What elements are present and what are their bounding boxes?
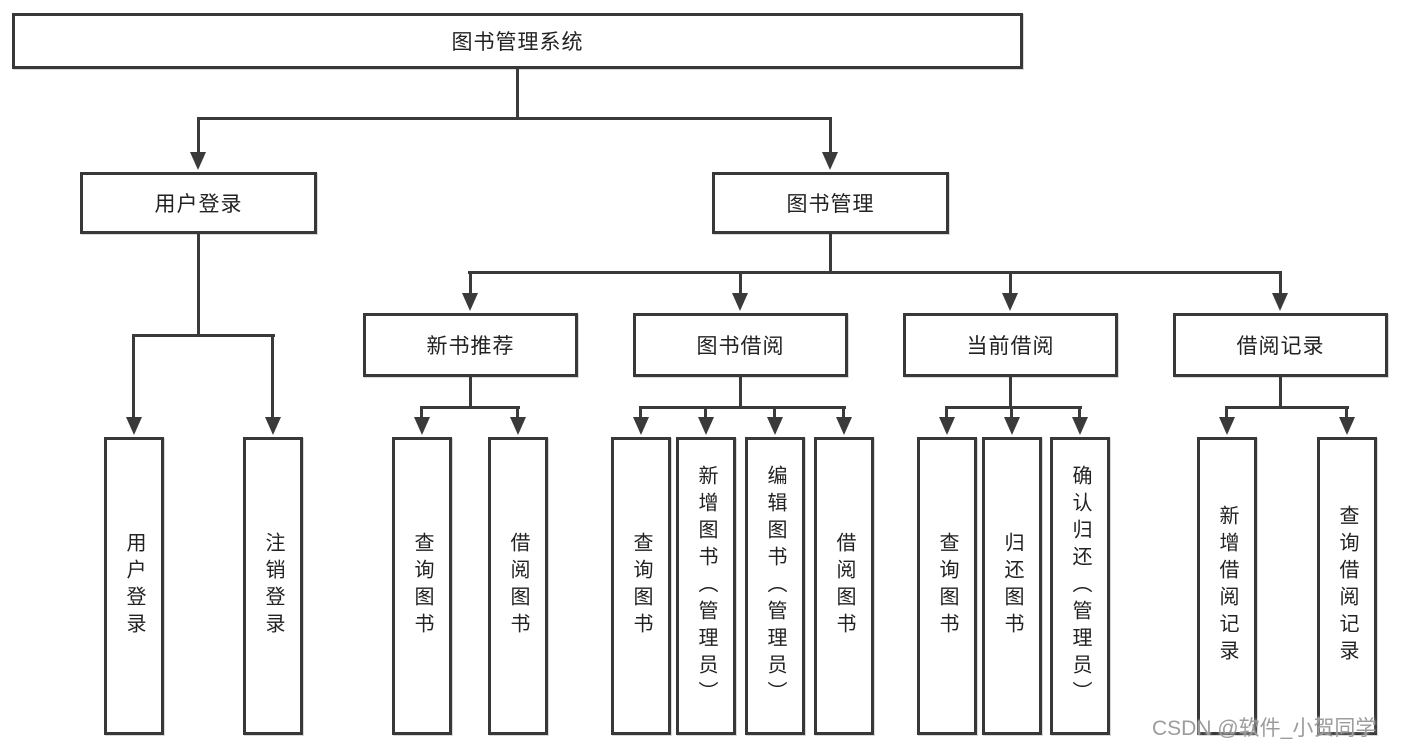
leaf-user-login: 用户登录 xyxy=(104,437,164,735)
connector-book-borrow-hbar xyxy=(639,406,846,409)
leaf-query-borrow-record-label: 查询借阅记录 xyxy=(1336,505,1358,667)
connector-stub xyxy=(420,406,423,419)
arrowhead-borrow-records xyxy=(1272,293,1288,311)
arrowhead-leaf xyxy=(698,417,714,435)
connector-to-user-login xyxy=(197,117,200,155)
leaf-add-books-admin-label: 新增图书（管理员） xyxy=(695,464,717,708)
arrowhead-leaf xyxy=(414,417,430,435)
connector-to-book-borrow xyxy=(739,271,742,295)
node-book-borrow: 图书借阅 xyxy=(633,313,848,377)
leaf-return-books: 归还图书 xyxy=(982,437,1042,735)
connector-borrow-records-stem xyxy=(1279,377,1282,408)
leaf-edit-books-admin-label: 编辑图书（管理员） xyxy=(764,464,786,708)
node-book-management: 图书管理 xyxy=(712,172,949,234)
leaf-logout: 注销登录 xyxy=(243,437,303,735)
node-root-library-system: 图书管理系统 xyxy=(12,13,1023,69)
connector-stub xyxy=(945,406,948,419)
connector-new-book-stem xyxy=(469,377,472,408)
node-current-borrow: 当前借阅 xyxy=(903,313,1118,377)
arrowhead-leaf xyxy=(939,417,955,435)
arrowhead-leaf xyxy=(1072,417,1088,435)
leaf-return-books-label: 归还图书 xyxy=(1001,532,1023,640)
arrowhead-leaf xyxy=(1004,417,1020,435)
node-borrow-records-label: 借阅记录 xyxy=(1236,335,1325,358)
connector-borrow-records-hbar xyxy=(1225,406,1349,409)
leaf-borrow-books: 借阅图书 xyxy=(814,437,874,735)
connector-to-leaf-login xyxy=(132,334,135,419)
connector-root-stem xyxy=(516,69,519,118)
arrowhead-current-borrow xyxy=(1002,293,1018,311)
leaf-borrow-books-label: 借阅图书 xyxy=(833,532,855,640)
connector-book-mgmt-stem xyxy=(829,234,832,274)
node-book-management-label: 图书管理 xyxy=(786,193,875,216)
connector-stub xyxy=(516,406,519,419)
arrowhead-user-login xyxy=(190,152,206,170)
node-new-book-recommend-label: 新书推荐 xyxy=(426,335,515,358)
connector-to-new-book xyxy=(469,271,472,295)
connector-stub xyxy=(1010,406,1013,419)
leaf-query-borrow-record: 查询借阅记录 xyxy=(1317,437,1377,735)
connector-book-mgmt-hbar xyxy=(468,271,1282,274)
node-borrow-records: 借阅记录 xyxy=(1173,313,1388,377)
leaf-query-books-current: 查询图书 xyxy=(917,437,977,735)
connector-to-current-borrow xyxy=(1009,271,1012,295)
connector-stub xyxy=(1078,406,1081,419)
connector-new-book-hbar xyxy=(420,406,520,409)
connector-current-borrow-stem xyxy=(1009,377,1012,408)
connector-root-hbar xyxy=(197,117,832,120)
arrowhead-book-borrow xyxy=(732,293,748,311)
arrowhead-leaf xyxy=(510,417,526,435)
connector-user-login-hbar xyxy=(132,334,275,337)
arrowhead-leaf xyxy=(1219,417,1235,435)
connector-book-borrow-stem xyxy=(739,377,742,408)
arrowhead-leaf-login xyxy=(126,417,142,435)
node-user-login-label: 用户登录 xyxy=(154,193,243,216)
connector-to-leaf-logout xyxy=(271,334,274,419)
leaf-query-books-borrow: 查询图书 xyxy=(611,437,671,735)
leaf-add-borrow-record: 新增借阅记录 xyxy=(1197,437,1257,735)
connector-stub xyxy=(842,406,845,419)
connector-stub xyxy=(704,406,707,419)
node-current-borrow-label: 当前借阅 xyxy=(966,335,1055,358)
connector-to-book-management xyxy=(829,117,832,155)
arrowhead-leaf xyxy=(767,417,783,435)
node-book-borrow-label: 图书借阅 xyxy=(696,335,785,358)
csdn-watermark: CSDN @软件_小贺同学 xyxy=(1152,717,1377,740)
node-root-label: 图书管理系统 xyxy=(451,31,584,54)
arrowhead-leaf-logout xyxy=(265,417,281,435)
connector-stub xyxy=(639,406,642,419)
leaf-confirm-return-admin-label: 确认归还（管理员） xyxy=(1069,464,1091,708)
leaf-logout-label: 注销登录 xyxy=(262,532,284,640)
leaf-user-login-label: 用户登录 xyxy=(123,532,145,640)
arrowhead-leaf xyxy=(633,417,649,435)
connector-current-borrow-hbar xyxy=(945,406,1082,409)
connector-stub xyxy=(1225,406,1228,419)
connector-stub xyxy=(1345,406,1348,419)
connector-stub xyxy=(773,406,776,419)
leaf-add-books-admin: 新增图书（管理员） xyxy=(676,437,736,735)
leaf-query-books-borrow-label: 查询图书 xyxy=(630,532,652,640)
arrowhead-leaf xyxy=(836,417,852,435)
arrowhead-new-book xyxy=(462,293,478,311)
arrowhead-leaf xyxy=(1339,417,1355,435)
node-user-login: 用户登录 xyxy=(80,172,317,234)
connector-user-login-stem xyxy=(197,234,200,337)
connector-to-borrow-records xyxy=(1279,271,1282,295)
leaf-confirm-return-admin: 确认归还（管理员） xyxy=(1050,437,1110,735)
leaf-query-books-recommend: 查询图书 xyxy=(392,437,452,735)
node-new-book-recommend: 新书推荐 xyxy=(363,313,578,377)
leaf-borrow-books-recommend-label: 借阅图书 xyxy=(507,532,529,640)
arrowhead-book-management xyxy=(822,152,838,170)
leaf-borrow-books-recommend: 借阅图书 xyxy=(488,437,548,735)
leaf-query-books-current-label: 查询图书 xyxy=(936,532,958,640)
leaf-edit-books-admin: 编辑图书（管理员） xyxy=(745,437,805,735)
leaf-add-borrow-record-label: 新增借阅记录 xyxy=(1216,505,1238,667)
leaf-query-books-recommend-label: 查询图书 xyxy=(411,532,433,640)
